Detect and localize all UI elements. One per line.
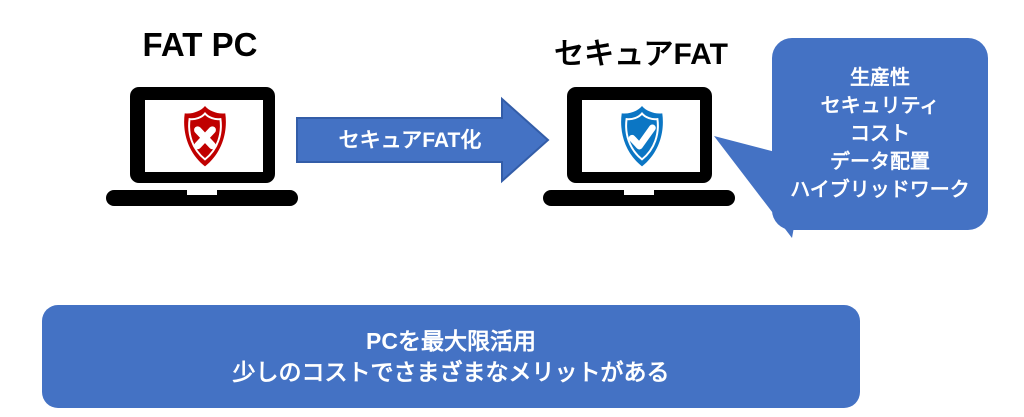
benefit-item: ハイブリッドワーク — [790, 179, 970, 201]
shield-check-icon — [621, 106, 663, 167]
summary-line-2: 少しのコストでさまざまなメリットがある — [232, 358, 670, 385]
benefit-item: 生産性 — [850, 67, 910, 89]
benefits-speech-bubble: 生産性 セキュリティ コスト データ配置 ハイブリッドワーク — [772, 38, 988, 230]
secure-fat-laptop-icon — [543, 87, 735, 206]
benefit-item: コスト — [850, 123, 910, 145]
summary-line-1: PCを最大限活用 — [366, 327, 536, 354]
secure-fat-title: セキュアFAT — [554, 38, 728, 71]
shield-x-icon — [184, 106, 226, 167]
benefit-item: データ配置 — [830, 151, 930, 173]
fat-pc-laptop-icon — [106, 87, 298, 206]
fat-pc-title: FAT PC — [142, 26, 258, 63]
benefit-item: セキュリティ — [820, 95, 940, 117]
summary-banner: PCを最大限活用 少しのコストでさまざまなメリットがある — [42, 305, 860, 408]
transform-arrow-label: セキュアFAT化 — [338, 129, 482, 152]
transform-arrow-icon — [296, 96, 550, 184]
